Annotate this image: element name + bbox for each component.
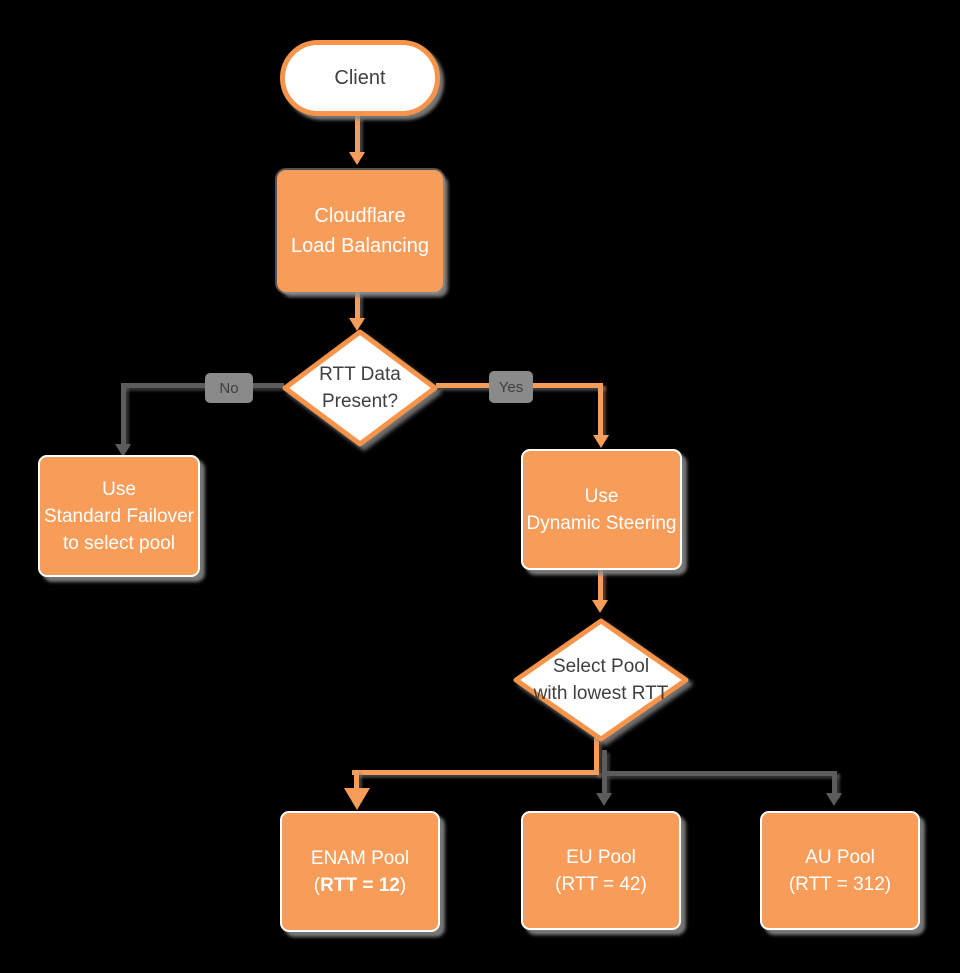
decision-diamond-shape <box>282 329 438 447</box>
edge-select-to-eu-vertical <box>602 750 607 795</box>
cloudflare-node-line1: Cloudflare <box>314 205 406 227</box>
cloudflare-load-balancing-node: Cloudflare Load Balancing <box>277 170 443 292</box>
au-pool-line2: (RTT = 312) <box>788 873 892 895</box>
rtt-decision-line2: Present? <box>321 391 399 412</box>
arrowhead-select-to-au <box>826 793 842 806</box>
yes-edge-label: Yes <box>489 371 533 403</box>
edge-select-to-au-horizontal <box>605 771 837 776</box>
edge-select-to-au-vertical <box>832 771 837 796</box>
no-edge-label: No <box>205 373 253 403</box>
steering-node-line1: Use <box>584 485 619 507</box>
edge-select-to-enam-vertical1 <box>594 738 599 775</box>
rtt-decision-text: RTT Data Present? <box>282 329 438 447</box>
enam-rtt-open: ( <box>313 874 321 896</box>
failover-node-line1: Use <box>102 478 136 500</box>
rtt-data-present-decision: RTT Data Present? <box>282 329 438 447</box>
rtt-decision-line1: RTT Data <box>319 364 401 385</box>
use-dynamic-steering-node: Use Dynamic Steering <box>521 449 682 570</box>
arrowhead-no-branch <box>115 444 131 457</box>
edge-select-to-enam-vertical2 <box>354 770 359 790</box>
edge-client-to-lb <box>355 116 360 154</box>
eu-pool-line2: (RTT = 42) <box>555 873 647 895</box>
edge-no-branch-vertical <box>121 383 126 446</box>
no-edge-label-text: No <box>219 379 239 397</box>
enam-pool-line2: (RTT = 12) <box>314 872 406 899</box>
edge-yes-branch-vertical <box>598 383 603 437</box>
select-pool-line2: with lowest RTT <box>533 683 669 704</box>
arrowhead-select-to-enam <box>344 788 370 810</box>
failover-node-line2: Standard Failover <box>44 505 194 527</box>
au-pool-line1: AU Pool <box>805 846 875 868</box>
enam-pool-node: ENAM Pool (RTT = 12) <box>280 811 440 932</box>
arrowhead-steering-to-select-pool <box>592 600 608 613</box>
edge-select-to-enam-horizontal <box>352 770 599 775</box>
edge-steering-to-select-pool <box>598 570 603 602</box>
client-node: Client <box>280 40 440 116</box>
edge-no-branch-horizontal <box>121 383 284 388</box>
arrowhead-client-to-lb <box>349 152 365 165</box>
use-standard-failover-node: Use Standard Failover to select pool <box>38 455 200 577</box>
enam-pool-line1: ENAM Pool <box>310 847 410 869</box>
client-node-label: Client <box>334 66 386 89</box>
arrowhead-yes-branch <box>593 435 609 448</box>
select-pool-decision-text: Select Pool with lowest RTT <box>513 618 689 742</box>
cloudflare-node-line2: Load Balancing <box>291 235 429 257</box>
steering-node-line2: Dynamic Steering <box>526 512 677 534</box>
enam-rtt-bold: RTT = 12 <box>320 874 400 896</box>
failover-node-line3: to select pool <box>63 532 175 554</box>
enam-rtt-close: ) <box>399 874 407 896</box>
eu-pool-node: EU Pool (RTT = 42) <box>521 811 681 930</box>
decision-diamond-shape <box>513 618 689 742</box>
arrowhead-lb-to-rtt-decision <box>349 318 365 331</box>
eu-pool-line1: EU Pool <box>566 846 636 868</box>
select-pool-decision: Select Pool with lowest RTT <box>513 618 689 742</box>
select-pool-line1: Select Pool <box>552 656 650 677</box>
edge-lb-to-rtt-decision <box>355 292 360 320</box>
arrowhead-select-to-eu <box>596 793 612 806</box>
au-pool-node: AU Pool (RTT = 312) <box>760 811 920 930</box>
yes-edge-label-text: Yes <box>498 378 524 396</box>
